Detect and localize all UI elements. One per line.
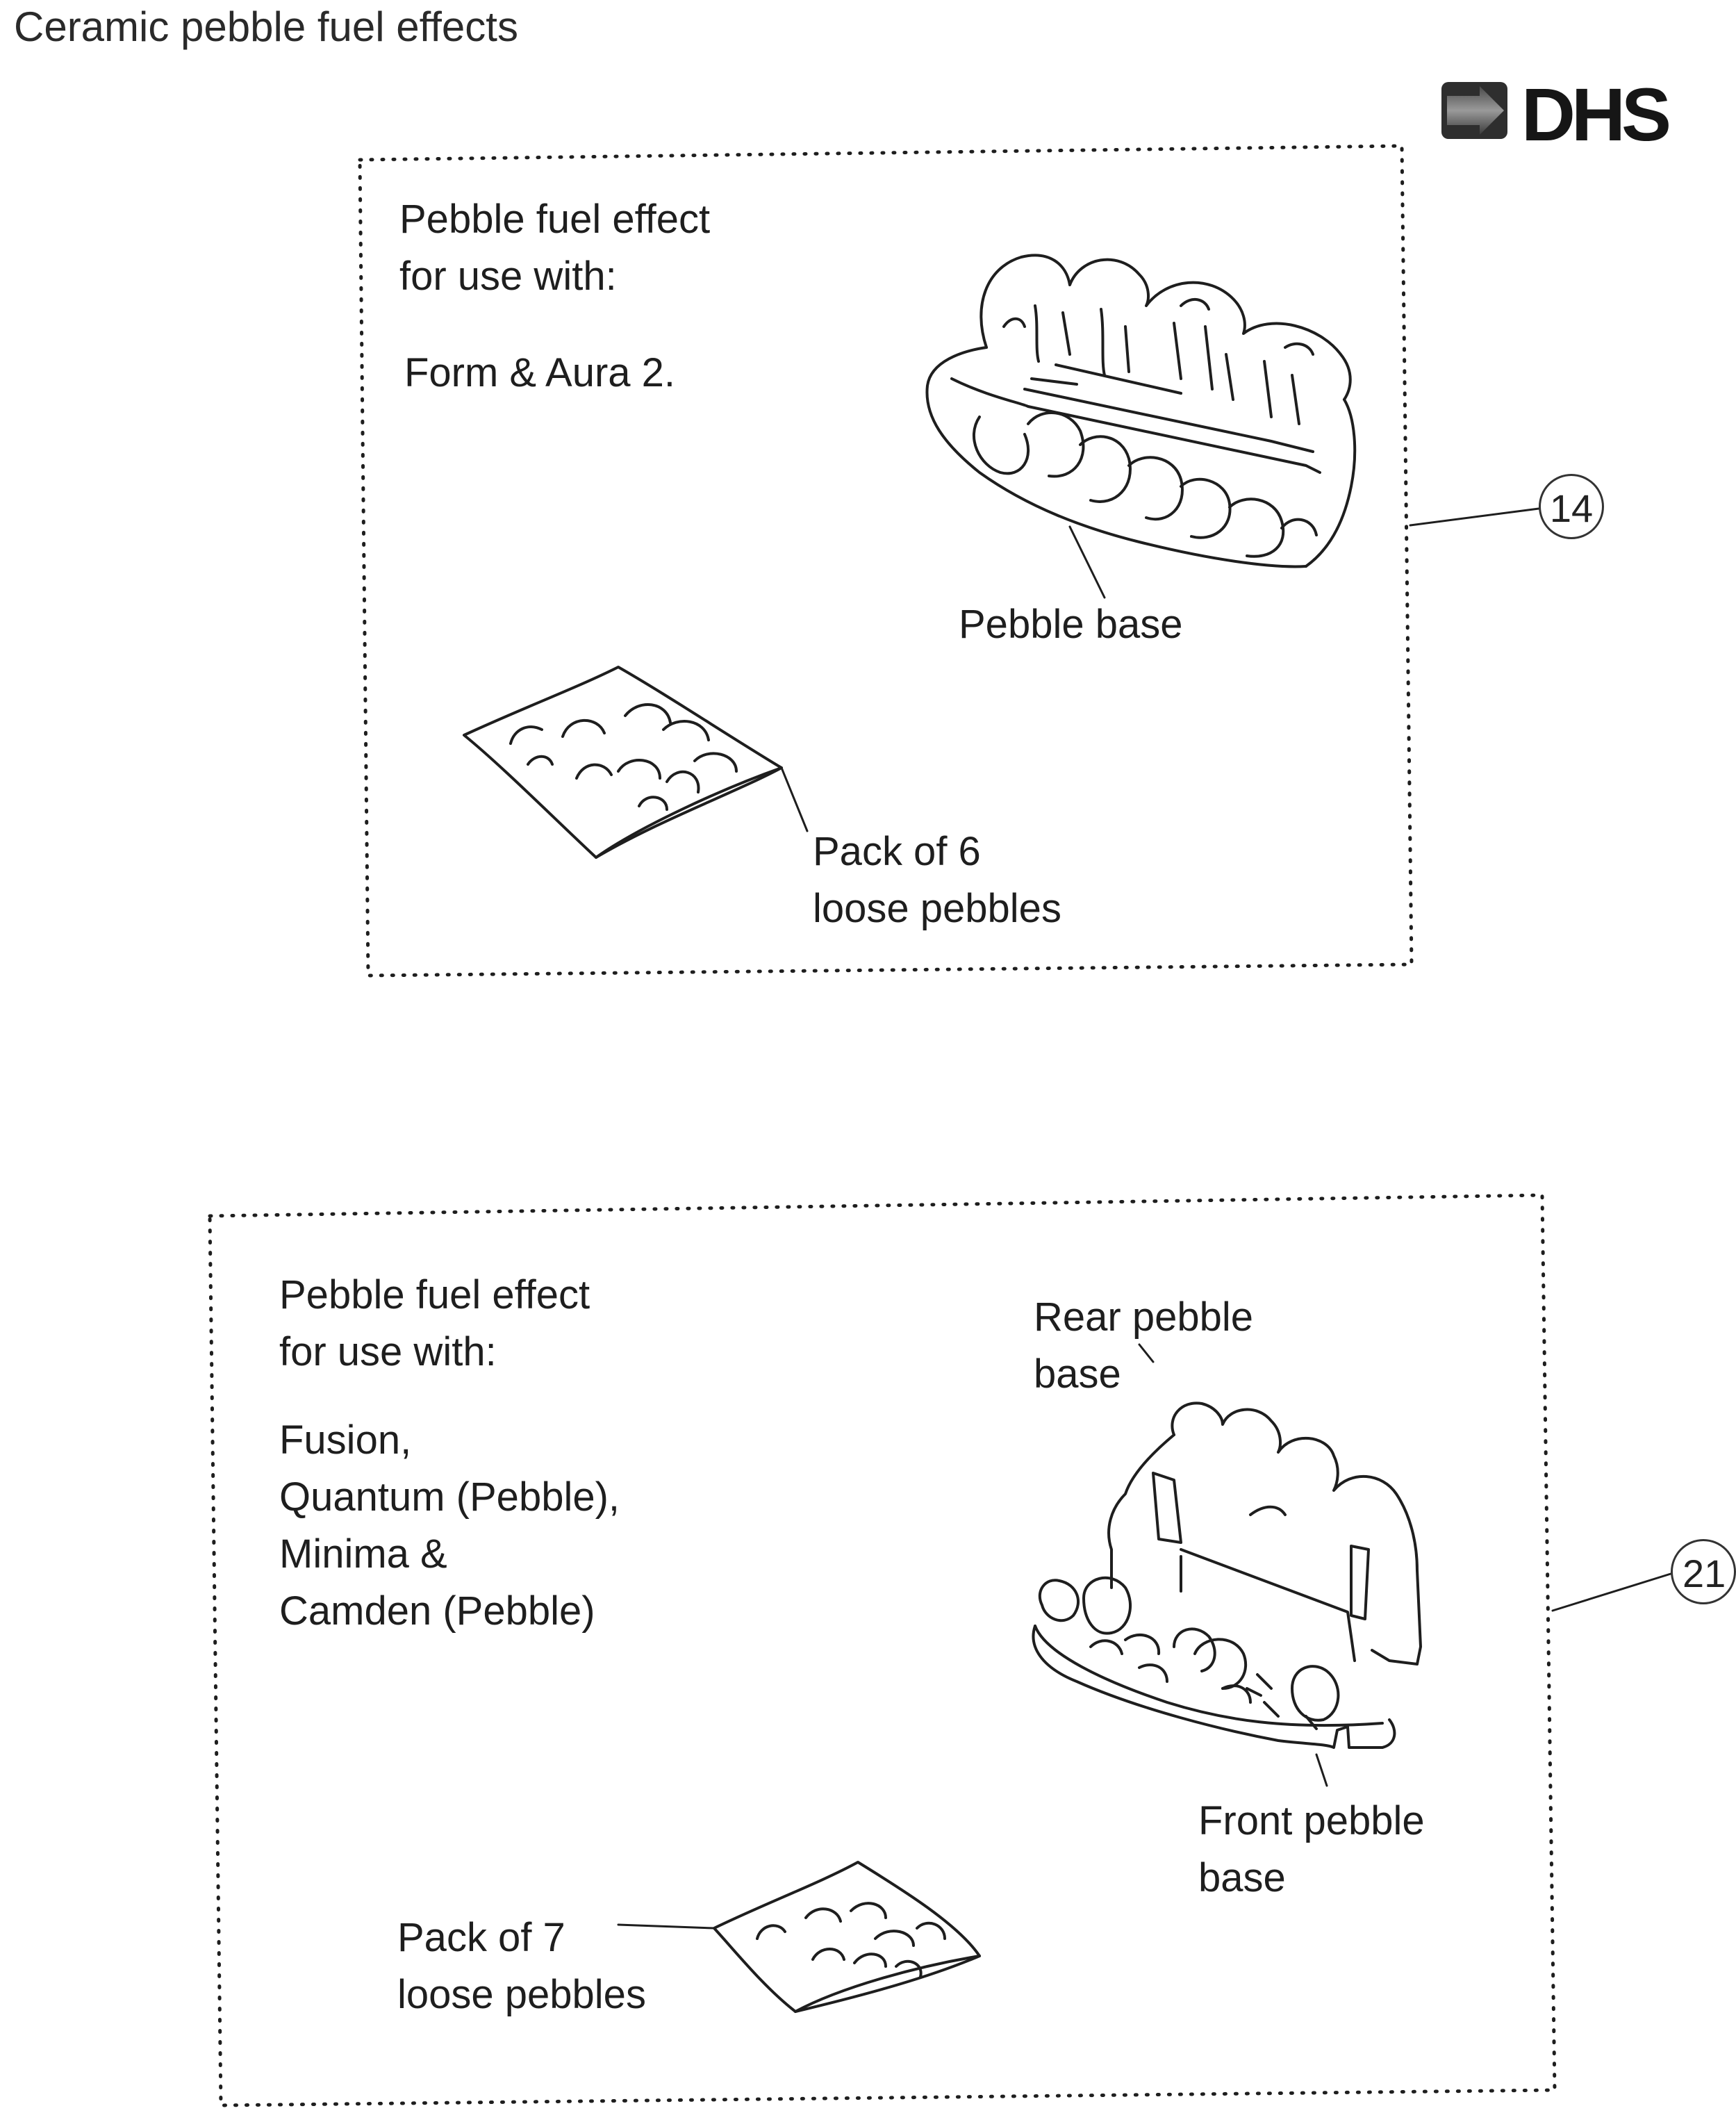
panel-2-heading-line-2: for use with: (279, 1329, 497, 1374)
label-front-pebble-base: Front pebble base (1198, 1793, 1425, 1907)
front-pebble-base-illustration (1032, 1576, 1396, 1787)
pebble-base-illustration (925, 254, 1357, 599)
brand-name: DHS (1521, 72, 1671, 156)
panel-2-heading: Pebble fuel effect for use with: (279, 1267, 590, 1381)
label-pack-line-2: loose pebbles (813, 886, 1061, 931)
callout-21: 21 (1671, 1539, 1736, 1604)
label-pack-line-1: Pack of 7 (397, 1915, 565, 1960)
label-rear-pebble-base: Rear pebble base (1034, 1289, 1253, 1403)
callout-14-leader (1409, 507, 1540, 527)
label-front-line-2: base (1198, 1855, 1286, 1900)
label-rear-line-2: base (1034, 1351, 1121, 1397)
pebble-pack-illustration-2 (617, 1861, 981, 2013)
panel-1-heading-line-2: for use with: (399, 254, 617, 299)
pebble-pack-illustration (463, 666, 809, 859)
dhs-logo: DHS (1441, 72, 1685, 156)
rear-pebble-base-illustration (1107, 1343, 1422, 1666)
panel-1-heading: Pebble fuel effect for use with: (399, 191, 710, 305)
page-title: Ceramic pebble fuel effects (14, 3, 518, 50)
label-rear-line-1: Rear pebble (1034, 1294, 1253, 1340)
panel-1-model: Form & Aura 2. (404, 350, 676, 395)
label-pack-line-2: loose pebbles (397, 1972, 646, 2017)
callout-21-clip: 21 (1671, 1539, 1736, 1604)
panel-1-heading-line-1: Pebble fuel effect (399, 197, 711, 242)
panel-2-model-list: Fusion, Quantum (Pebble), Minima & Camde… (279, 1412, 620, 1640)
panel-2-frame (208, 1193, 1557, 2107)
label-pack-line-1: Pack of 6 (813, 829, 981, 874)
callout-14: 14 (1539, 474, 1604, 539)
panel-2-model: Fusion, (279, 1417, 412, 1463)
panel-2-model: Minima & (279, 1531, 447, 1577)
panel-1-model-list: Form & Aura 2. (404, 345, 675, 402)
panel-2-model: Camden (Pebble) (279, 1588, 595, 1634)
dhs-logo-arrow-icon (1441, 82, 1507, 139)
callout-21-leader (1551, 1572, 1672, 1612)
label-front-line-1: Front pebble (1198, 1798, 1425, 1843)
panel-2-model: Quantum (Pebble), (279, 1474, 620, 1520)
label-pebble-base: Pebble base (959, 602, 1183, 647)
panel-2-heading-line-1: Pebble fuel effect (279, 1272, 590, 1317)
label-pack-of-7: Pack of 7 loose pebbles (397, 1909, 646, 2023)
label-pack-of-6: Pack of 6 loose pebbles (813, 823, 1061, 937)
